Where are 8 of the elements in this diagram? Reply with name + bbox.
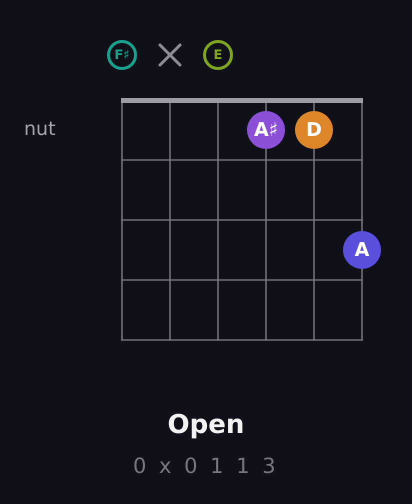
finger-dot: A	[343, 231, 381, 269]
chord-name: Open	[168, 410, 244, 442]
nut-label: nut	[24, 118, 56, 141]
finger-dot: D	[295, 111, 333, 149]
fingering-text: 0 x 0 1 1 3	[133, 454, 279, 480]
open-string-ring: E	[203, 40, 233, 70]
open-string-ring: F♯	[107, 40, 137, 70]
finger-dot: A♯	[247, 111, 285, 149]
